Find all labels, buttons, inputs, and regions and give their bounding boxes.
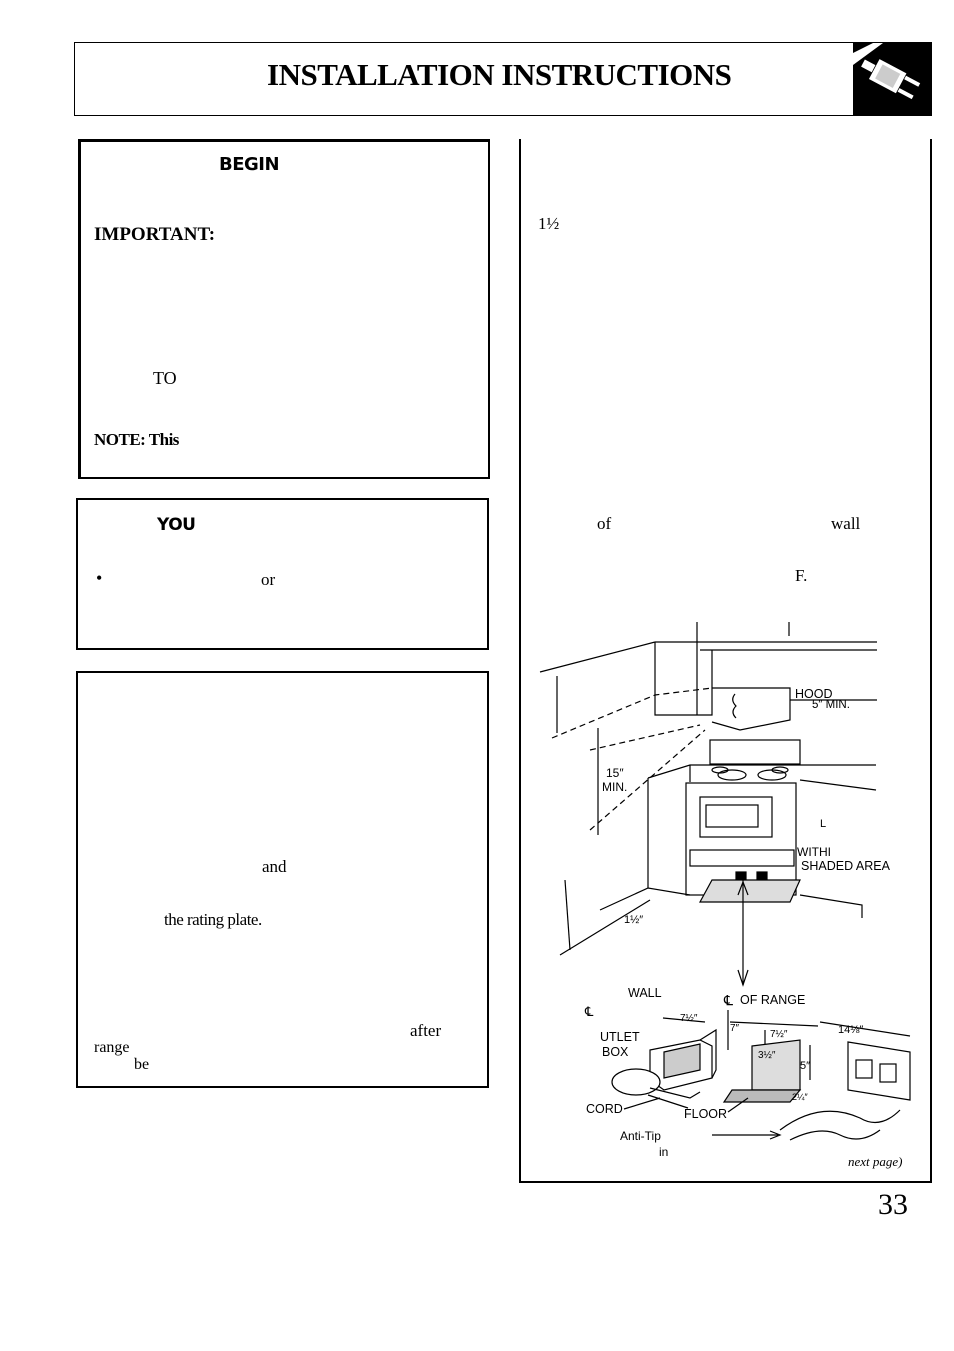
dim-15-label: 15″	[606, 766, 624, 780]
wall-label: WALL	[628, 986, 662, 1000]
electrical-requirements-box	[76, 671, 489, 1088]
centerline-range-label: OF RANGE	[740, 993, 806, 1007]
you-will-need-box	[76, 498, 489, 650]
outlet-label: UTLET	[600, 1030, 640, 1044]
page-header: INSTALLATION INSTRUCTIONS	[74, 42, 932, 116]
dim-15-min-label: MIN.	[602, 780, 628, 794]
dim-7-half-b-label: 7½″	[770, 1029, 788, 1040]
right-column-frame	[519, 139, 932, 1183]
hood-label: HOOD	[795, 687, 833, 701]
before-you-begin-box	[78, 139, 490, 479]
wall-text: wall	[831, 514, 861, 533]
continued-next-page: next page)	[848, 1154, 903, 1169]
centerline-symbol-left: ℄	[585, 1004, 594, 1019]
small-l-label: L	[820, 818, 827, 830]
bullet: •	[96, 568, 103, 588]
dim-2-label: 2¼″	[792, 1092, 808, 1102]
box-label: BOX	[602, 1045, 629, 1059]
you-heading: YOU	[157, 515, 196, 535]
and-text: and	[262, 857, 287, 876]
be-text: be	[134, 1056, 150, 1073]
begin-heading: BEGIN	[219, 154, 280, 175]
f-text: F.	[795, 566, 808, 585]
dim-14-label: 14⅛″	[838, 1024, 864, 1036]
rating-plate-text: the rating plate.	[164, 910, 262, 929]
floor-label: FLOOR	[684, 1107, 728, 1121]
within-label: WITHI	[797, 845, 831, 859]
hood-min-label: 5″ MIN.	[812, 699, 850, 711]
plug-icon	[853, 43, 931, 115]
dim-3-label: 3½″	[758, 1050, 776, 1061]
in-label: in	[659, 1145, 669, 1159]
important-label: IMPORTANT:	[94, 224, 216, 245]
dim-7-half-a-label: 7½″	[680, 1013, 698, 1024]
to-label: TO	[153, 368, 177, 388]
dim-1-half-label: 1½″	[624, 914, 644, 926]
range-text: range	[94, 1039, 130, 1056]
fraction-text: 1½	[538, 214, 560, 233]
range-installation-diagram	[539, 622, 911, 1141]
of-text: of	[597, 514, 612, 533]
shaded-area-label: SHADED AREA	[801, 859, 890, 873]
centerline-symbol: ℄	[724, 992, 733, 1008]
cord-label: CORD	[586, 1102, 623, 1116]
dim-7-label: 7″	[730, 1023, 740, 1034]
or-text: or	[261, 570, 276, 589]
after-text: after	[410, 1021, 442, 1040]
page-title: INSTALLATION INSTRUCTIONS	[267, 57, 732, 92]
anti-tip-label: Anti-Tip	[620, 1129, 661, 1143]
note-label: NOTE: This	[94, 430, 179, 449]
dim-5-label: 5″	[800, 1060, 811, 1072]
page-number: 33	[878, 1188, 908, 1221]
